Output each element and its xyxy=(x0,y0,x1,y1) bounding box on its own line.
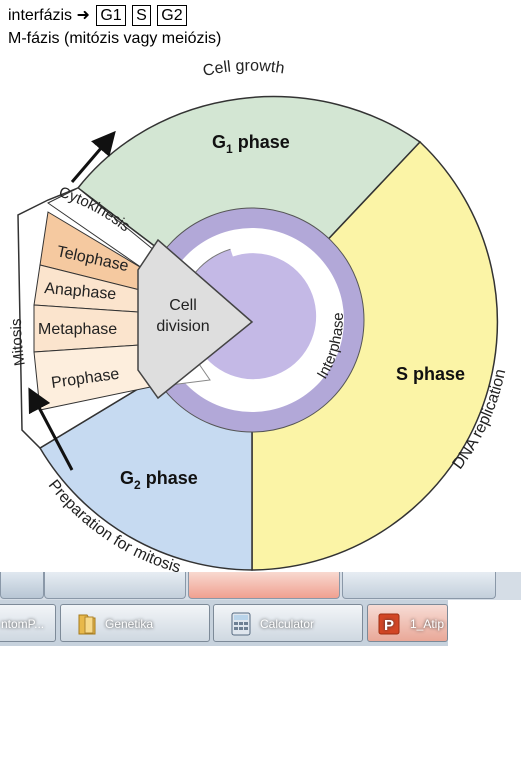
taskbar-stub-1[interactable] xyxy=(0,572,44,599)
g2-label: G2 phase xyxy=(120,468,198,492)
taskbar-item-powerpoint[interactable]: P 1_Atip xyxy=(367,604,448,642)
taskbar-item-label: Genetika xyxy=(105,617,154,631)
s-segment xyxy=(251,140,499,571)
powerpoint-icon: P xyxy=(378,613,400,635)
mitosis-label: Mitosis xyxy=(8,319,29,368)
growth-arrow xyxy=(70,130,116,183)
cell-division-label-line2: division xyxy=(156,318,209,335)
taskbar-item-ntomp[interactable]: ntomP... xyxy=(0,604,56,642)
cell-growth-label: Cell growth xyxy=(201,57,285,79)
taskbar-item-label: 1_Atip xyxy=(410,617,445,631)
caption-prefix: interfázis ➜ xyxy=(8,7,90,24)
mitosis-start-arrow xyxy=(28,387,74,471)
caption-line-2: M-fázis (mitózis vagy meiózis) xyxy=(8,30,222,47)
cell-division-wedge xyxy=(137,238,254,400)
taskbar-item-calculator[interactable]: Calculator xyxy=(213,604,363,642)
cell-cycle-diagram: G1 phase S phase G2 phase Cell growth DN… xyxy=(8,57,509,574)
interphase-cycle-arrow xyxy=(188,235,335,398)
taskbar-stub-4[interactable] xyxy=(342,572,496,599)
taskbar-item-label: ntomP... xyxy=(1,617,45,631)
taskbar-stub-3[interactable] xyxy=(188,572,340,599)
s-label: S phase xyxy=(396,364,465,384)
svg-text:P: P xyxy=(384,617,394,634)
taskbar-stub-2[interactable] xyxy=(44,572,186,599)
g1-box: G1 xyxy=(96,5,126,26)
g2-box: G2 xyxy=(157,5,187,26)
caption-line-1: interfázis ➜ G1 S G2 xyxy=(8,5,187,26)
metaphase-label: Metaphase xyxy=(38,321,117,338)
folder-icon xyxy=(78,614,96,635)
taskbar-item-genetika[interactable]: Genetika xyxy=(60,604,210,642)
taskbar-item-label: Calculator xyxy=(260,617,315,631)
s-box: S xyxy=(132,5,151,26)
cell-division-label-line1: Cell xyxy=(169,297,197,314)
g1-label: G1 phase xyxy=(212,132,290,156)
calculator-icon xyxy=(231,612,251,636)
anaphase-label: Anaphase xyxy=(44,280,117,303)
